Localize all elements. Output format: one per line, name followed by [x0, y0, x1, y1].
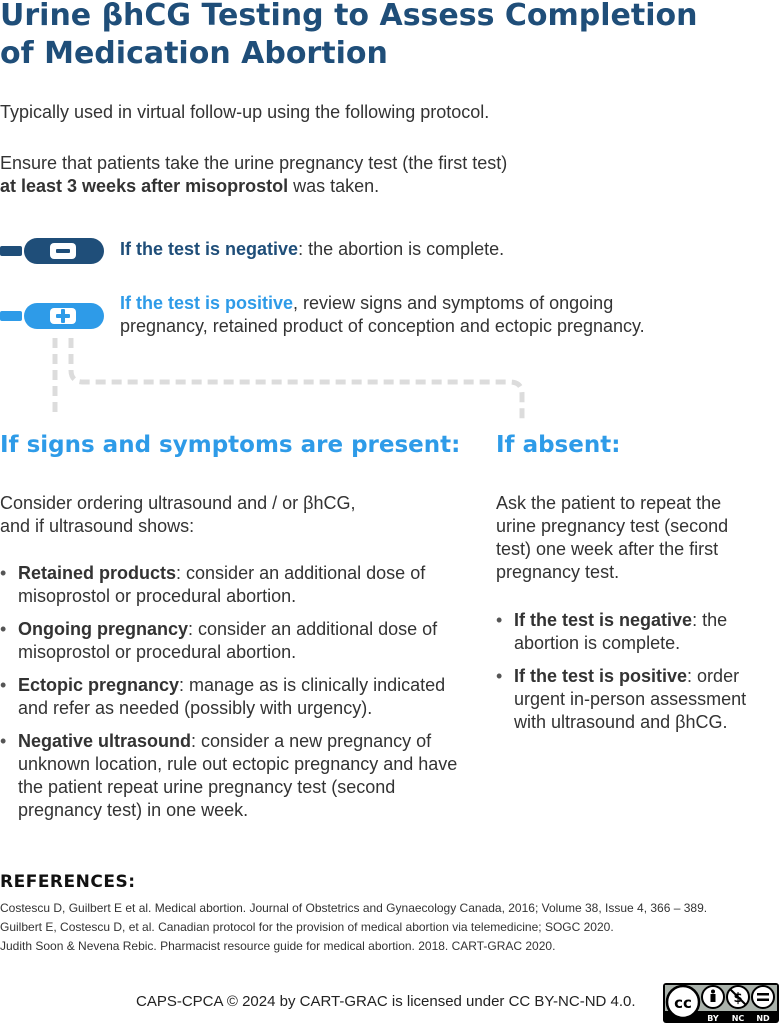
list-item-text: : consider a new pregnancy of unknown lo… [18, 731, 458, 820]
negative-rest: : the abortion is complete. [298, 239, 505, 259]
cc-icon: cc [674, 994, 692, 1012]
present-heading: If signs and symptoms are present: [0, 432, 461, 458]
negative-result: If the test is negative: the abortion is… [120, 238, 504, 261]
list-item: If the test is positive: order urgent in… [496, 665, 778, 734]
ensure-bold: at least 3 weeks after misoprostol [0, 176, 289, 196]
list-item: Ectopic pregnancy: manage as is clinical… [0, 674, 462, 720]
intro-text: Typically used in virtual follow-up usin… [0, 102, 490, 122]
license-text: CAPS-CPCA © 2024 by CART-GRAC is license… [136, 993, 636, 1010]
ensure-rest: was taken. [288, 176, 380, 196]
ensure-line1: Ensure that patients take the urine preg… [0, 153, 508, 173]
present-intro2: and if ultrasound shows: [0, 516, 195, 536]
by-icon [711, 989, 715, 994]
list-item-text: : order urgent in-person assessment with… [514, 666, 747, 732]
reference-item: Guilbert E, Costescu D, et al. Canadian … [0, 920, 614, 934]
positive-rest1: , review signs and symptoms of ongoing [293, 293, 614, 313]
present-intro1: Consider ordering ultrasound and / or βh… [0, 493, 356, 513]
badge-label-nd: ND [756, 1014, 770, 1023]
reference-item: Costescu D, Guilbert E et al. Medical ab… [0, 901, 708, 915]
negative-lead: If the test is negative [120, 239, 299, 259]
page-title-line1: Urine βhCG Testing to Assess Completion [0, 0, 698, 33]
list-item-bold: Ongoing pregnancy [18, 619, 189, 639]
absent-list: If the test is negative: the abortion is… [496, 609, 778, 744]
page-title-line2: of Medication Abortion [0, 36, 388, 71]
positive-test-icon [0, 303, 104, 329]
positive-rest2: pregnancy, retained product of conceptio… [120, 316, 645, 336]
positive-lead: If the test is positive [120, 293, 294, 313]
list-item-text: : manage as is clinically indicated and … [18, 675, 446, 718]
list-item-bold: If the test is negative [514, 610, 693, 630]
references-list: Costescu D, Guilbert E et al. Medical ab… [0, 899, 781, 956]
references-title: REFERENCES: [0, 872, 136, 892]
absent-heading: If absent: [496, 432, 621, 458]
absent-intro: Ask the patient to repeat the urine preg… [496, 493, 729, 582]
ensure-text: Ensure that patients take the urine preg… [0, 152, 700, 198]
list-item: If the test is negative: the abortion is… [496, 609, 778, 655]
list-item-text: : the abortion is complete. [514, 610, 728, 653]
list-item-text: : consider an additional dose of misopro… [18, 619, 438, 662]
positive-result: If the test is positive, review signs an… [120, 292, 780, 338]
svg-text:$: $ [733, 991, 742, 1006]
list-item: Ongoing pregnancy: consider an additiona… [0, 618, 462, 664]
present-intro: Consider ordering ultrasound and / or βh… [0, 492, 356, 538]
nd-icon [751, 985, 775, 1009]
list-item: Negative ultrasound: consider a new preg… [0, 730, 462, 822]
negative-test-icon [0, 238, 104, 264]
list-item-bold: Retained products [18, 563, 177, 583]
badge-label-nc: NC [732, 1014, 745, 1023]
cc-license-badge: cc $ BY NC ND [663, 983, 779, 1023]
badge-label-by: BY [707, 1014, 719, 1023]
list-item-bold: Ectopic pregnancy [18, 675, 180, 695]
list-item: Retained products: consider an additiona… [0, 562, 462, 608]
list-item-text: : consider an additional dose of misopro… [18, 563, 426, 606]
list-item-bold: Negative ultrasound [18, 731, 192, 751]
present-list: Retained products: consider an additiona… [0, 562, 462, 832]
list-item-bold: If the test is positive [514, 666, 688, 686]
reference-item: Judith Soon & Nevena Rebic. Pharmacist r… [0, 939, 556, 953]
flow-connector [52, 338, 525, 420]
